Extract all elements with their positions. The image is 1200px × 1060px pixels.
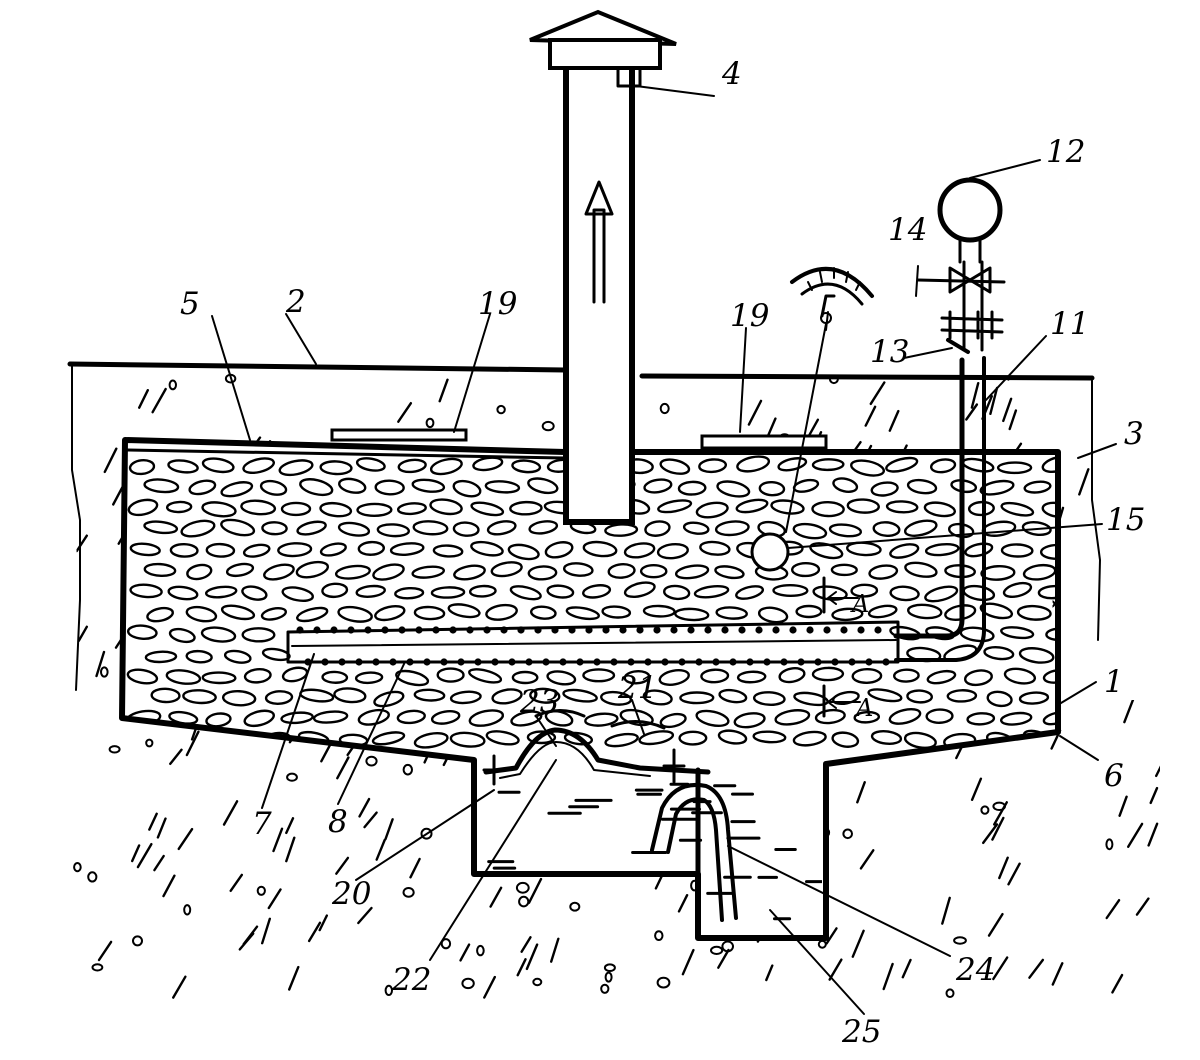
- ground-edge-left: [71, 365, 81, 691]
- ref-label-12: 12: [1046, 134, 1085, 170]
- vent-stack: [529, 9, 677, 525]
- float-ball: [750, 532, 790, 572]
- ref-label-3: 3: [1124, 416, 1144, 452]
- ref-label-11: 11: [1050, 306, 1089, 342]
- sump-water: [483, 782, 822, 927]
- tank-lid-line: [126, 448, 567, 460]
- ref-label-22: 22: [391, 962, 431, 998]
- filter-media: [125, 455, 1058, 750]
- inspection-hatch-left: [330, 428, 468, 442]
- sump-stake-right: [662, 748, 686, 784]
- ref-label-14: 14: [888, 212, 927, 248]
- ref-label-5: 5: [180, 286, 200, 322]
- ref-label-13: 13: [870, 334, 909, 370]
- ground-surface: [67, 361, 1095, 381]
- ref-label-8: 8: [328, 804, 348, 840]
- ref-label-23: 23: [519, 684, 559, 720]
- siphon-tube: [650, 783, 738, 920]
- section-mark-bottom: A: [854, 694, 873, 722]
- valve-icon: [948, 266, 992, 294]
- ref-label-6: 6: [1104, 758, 1124, 794]
- dome-arc-21: [610, 720, 666, 730]
- section-mark-top: A: [850, 590, 869, 618]
- sump-dome-inner: [499, 741, 651, 779]
- gas-cylinder: [937, 177, 1003, 243]
- siphon-tube-inner: [666, 797, 724, 922]
- airflow-arrow-icon: [584, 180, 614, 304]
- ref-label-15: 15: [1106, 502, 1145, 538]
- ground-edge-right: [1091, 377, 1101, 641]
- ref-label-20: 20: [331, 876, 371, 912]
- section-mark-a: A A: [822, 576, 873, 722]
- ref-label-1: 1: [1104, 664, 1124, 700]
- perforated-distribution-pipe: [286, 620, 900, 666]
- ref-label-19-right: 19: [730, 298, 769, 334]
- pressure-gauge: [750, 267, 874, 572]
- ref-label-19-left: 19: [478, 286, 517, 322]
- dome-arc-23: [534, 709, 586, 718]
- tank-wall: [119, 437, 1061, 941]
- ref-label-25: 25: [841, 1014, 881, 1050]
- ref-label-2: 2: [285, 284, 306, 320]
- ref-label-21: 21: [617, 670, 657, 706]
- ref-label-7: 7: [252, 806, 272, 842]
- leader-lines: [211, 85, 1117, 1015]
- supply-pipe: [893, 177, 1006, 662]
- sump-dome-partition: [483, 727, 711, 775]
- inspection-hatch-right: [700, 434, 828, 450]
- sump-stake-left: [482, 754, 506, 786]
- ref-label-24: 24: [955, 952, 995, 988]
- ref-label-4: 4: [721, 56, 742, 92]
